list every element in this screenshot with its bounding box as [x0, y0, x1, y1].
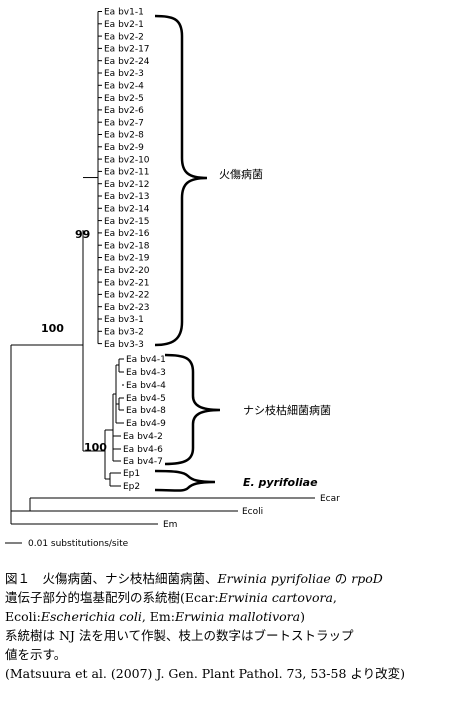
- leaf-label-ea-bv2-9: Ea bv2-9: [104, 143, 144, 153]
- leaf-label-ea-bv3-3: Ea bv3-3: [104, 340, 144, 350]
- bootstrap-ea-clade: 99: [75, 228, 90, 241]
- caption-line-5: 値を示す。: [5, 647, 67, 662]
- leaf-label-ea-bv2-15: Ea bv2-15: [104, 217, 150, 227]
- leaf-label-ea-bv2-14: Ea bv2-14: [104, 205, 150, 215]
- leaf-label-ea-bv4-1: Ea bv4-1: [126, 355, 166, 365]
- bootstrap-bv4-ep-clade: 100: [84, 441, 107, 454]
- leaf-label-ea-bv2-1: Ea bv2-1: [104, 20, 144, 30]
- caption-line-4: 系統樹は NJ 法を用いて作製、枝上の数字はブートストラップ: [5, 628, 354, 643]
- scale-label: 0.01 substitutions/site: [28, 539, 129, 549]
- bootstrap-erwinia-clade: 100: [41, 322, 64, 335]
- leaf-label-ea-bv2-3: Ea bv2-3: [104, 69, 144, 79]
- leaf-label-ea-bv3-1: Ea bv3-1: [104, 315, 144, 325]
- leaf-label-ea-bv2-24: Ea bv2-24: [104, 57, 150, 67]
- leaf-label-ea-bv2-2: Ea bv2-2: [104, 32, 144, 42]
- caption-line-1: 図１ 火傷病菌、ナシ枝枯細菌病菌、Erwinia pyrifoliae の rp…: [5, 571, 383, 586]
- leaf-label-ea-bv2-17: Ea bv2-17: [104, 45, 150, 55]
- leaf-label-ea-bv2-19: Ea bv2-19: [104, 254, 150, 264]
- caption-line-2: 遺伝子部分的塩基配列の系統樹(Ecar:Erwinia cartovora,: [5, 590, 337, 605]
- group-label-fire-blight: 火傷病菌: [219, 167, 263, 181]
- leaf-label-ea-bv2-6: Ea bv2-6: [104, 106, 144, 116]
- leaf-label-ea-bv2-12: Ea bv2-12: [104, 180, 150, 190]
- brace-pyrifoliae: [154, 469, 216, 492]
- leaf-label-ea-bv4-9: Ea bv4-9: [126, 419, 166, 429]
- leaf-label-ea-bv2-16: Ea bv2-16: [104, 229, 150, 239]
- leaf-label-ea-bv1-1: Ea bv1-1: [104, 8, 144, 18]
- leaf-label-ea-bv2-18: Ea bv2-18: [104, 241, 150, 251]
- caption-line-3: Ecoli:Escherichia coli, Em:Erwinia mallo…: [5, 609, 305, 624]
- leaf-label-ep1: Ep1: [123, 469, 140, 479]
- caption-line-6: (Matsuura et al. (2007) J. Gen. Plant Pa…: [5, 666, 406, 681]
- leaf-label-em: Em: [163, 520, 177, 530]
- figure-caption: 図１ 火傷病菌、ナシ枝枯細菌病菌、Erwinia pyrifoliae の rp…: [5, 569, 467, 683]
- leaf-label-ea-bv2-8: Ea bv2-8: [104, 131, 144, 141]
- leaf-label-ea-bv2-10: Ea bv2-10: [104, 155, 150, 165]
- brace-fire-blight: [154, 14, 208, 347]
- leaf-label-ep2: Ep2: [123, 482, 140, 492]
- leaf-label-ea-bv4-8: Ea bv4-8: [126, 406, 166, 416]
- leaf-label-ea-bv2-23: Ea bv2-23: [104, 303, 150, 313]
- brace-asian-pear: [164, 353, 221, 466]
- leaf-label-ea-bv2-11: Ea bv2-11: [104, 168, 150, 178]
- leaf-label-ea-bv2-20: Ea bv2-20: [104, 266, 150, 276]
- leaf-labels: Ea bv1-1 Ea bv2-1 Ea bv2-2 Ea bv2-17 Ea bv2-…: [104, 8, 340, 531]
- leaf-label-ea-bv4-3: Ea bv4-3: [126, 368, 166, 378]
- leaf-label-ea-bv4-7: Ea bv4-7: [123, 457, 163, 467]
- phylogenetic-tree: Ea bv1-1 Ea bv2-1 Ea bv2-2 Ea bv2-17 Ea bv2-…: [5, 8, 340, 549]
- leaf-label-ea-bv2-4: Ea bv2-4: [104, 82, 144, 92]
- leaf-label-ea-bv4-4: Ea bv4-4: [126, 381, 166, 391]
- leaf-label-ea-bv4-2: Ea bv4-2: [123, 432, 163, 442]
- tree-branches: [10, 11, 315, 525]
- leaf-label-ea-bv2-5: Ea bv2-5: [104, 94, 144, 104]
- leaf-label-ea-bv2-7: Ea bv2-7: [104, 118, 144, 128]
- leaf-label-ea-bv2-13: Ea bv2-13: [104, 192, 150, 202]
- leaf-label-ecar: Ecar: [320, 494, 340, 504]
- leaf-label-ea-bv2-22: Ea bv2-22: [104, 291, 150, 301]
- leaf-label-ea-bv4-6: Ea bv4-6: [123, 445, 163, 455]
- leaf-label-ea-bv3-2: Ea bv3-2: [104, 328, 144, 338]
- leaf-label-ea-bv4-5: Ea bv4-5: [126, 394, 166, 404]
- group-label-pyrifoliae: E. pyrifoliae: [243, 476, 318, 489]
- leaf-label-ecoli: Ecoli: [242, 507, 263, 517]
- leaf-label-ea-bv2-21: Ea bv2-21: [104, 278, 150, 288]
- group-label-asian-pear: ナシ枝枯細菌病菌: [243, 403, 331, 417]
